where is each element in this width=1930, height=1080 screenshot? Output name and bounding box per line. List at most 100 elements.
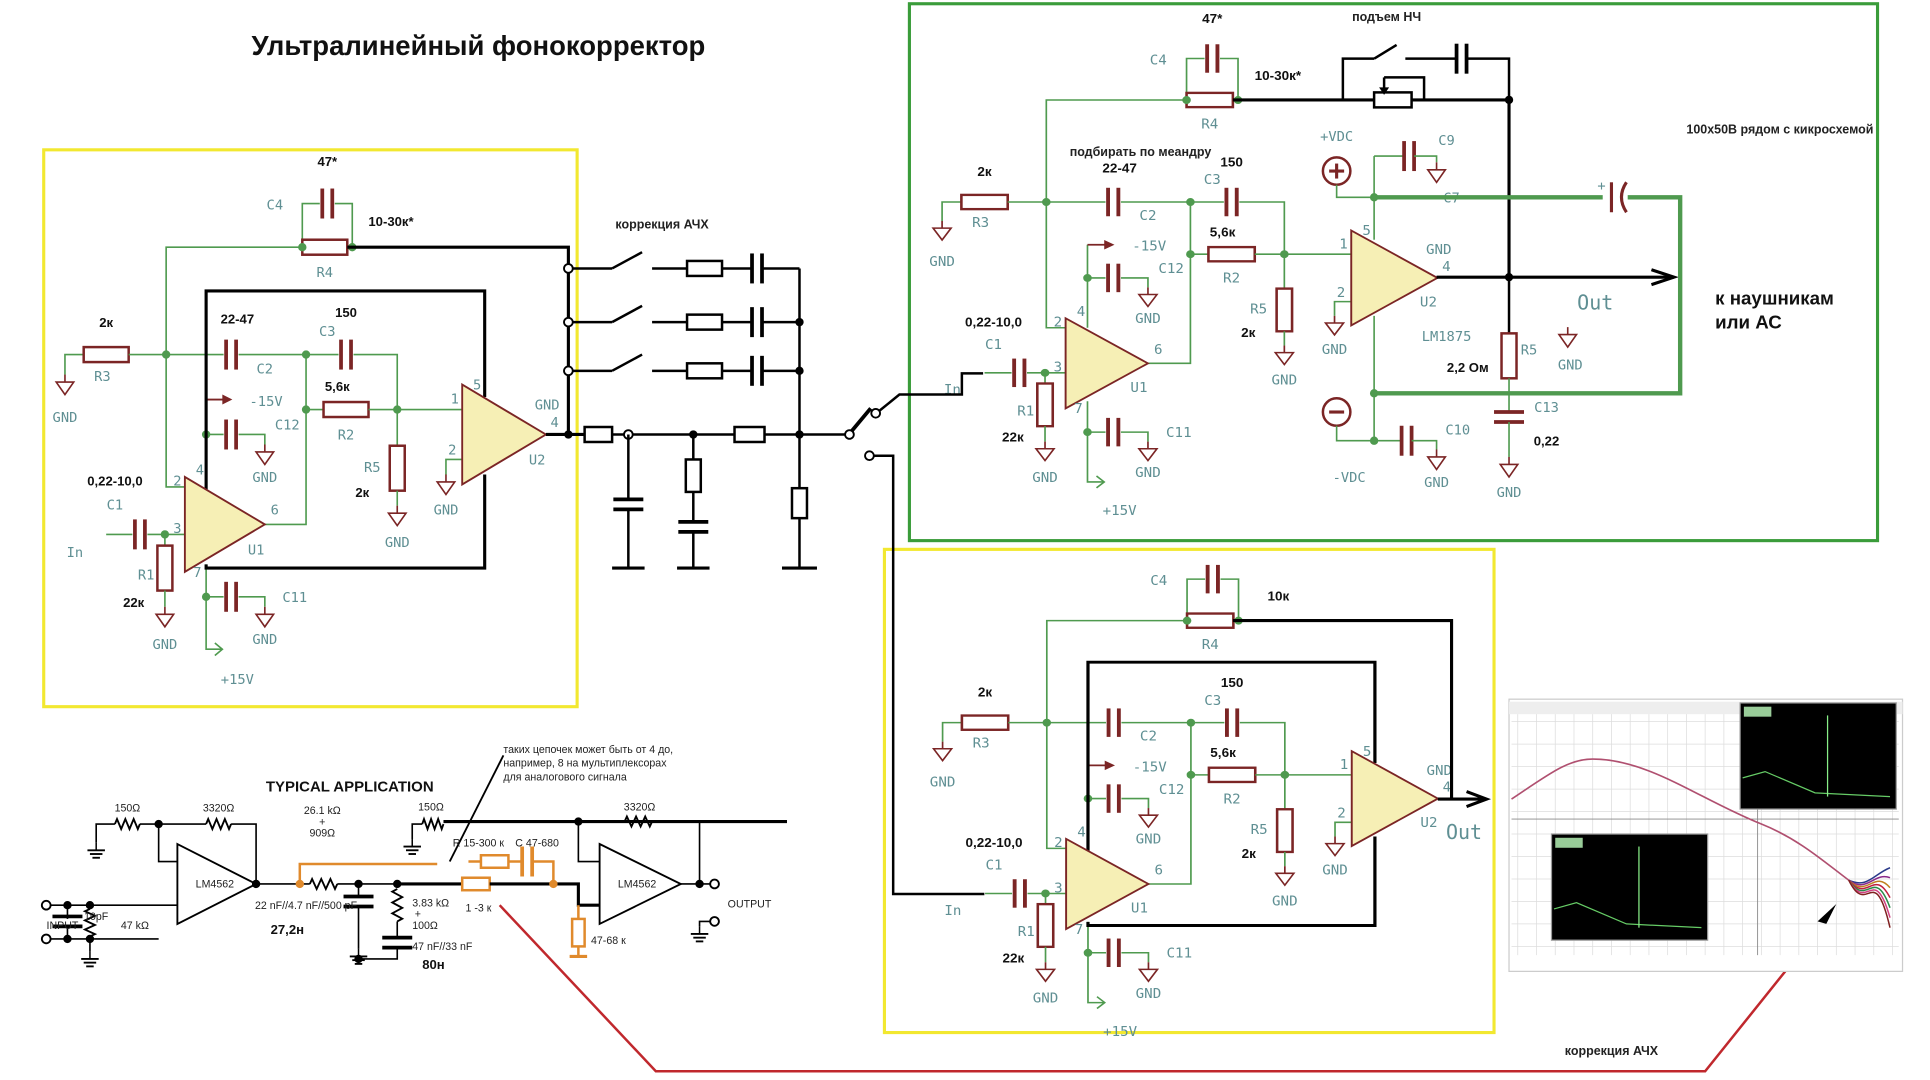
r2-resistor xyxy=(1207,245,1257,263)
pin-number: 6 xyxy=(1154,342,1163,357)
label-c2: C2 xyxy=(257,361,274,377)
wire xyxy=(238,595,266,607)
label-r1: R1 xyxy=(1017,404,1034,419)
wire xyxy=(1121,952,1150,963)
ground-triangle xyxy=(1426,168,1447,184)
label-neg15: -15V xyxy=(1133,760,1167,775)
wire xyxy=(1120,277,1149,288)
junction-node xyxy=(563,365,574,377)
pin-number: 2 xyxy=(448,442,456,458)
gnd-label: GND xyxy=(1497,485,1522,501)
pin-number: 1 xyxy=(1340,757,1349,772)
value-r5: 2к xyxy=(1242,846,1257,860)
label-gnd: GND xyxy=(1135,466,1161,481)
label-gnd: GND xyxy=(152,637,177,653)
frequency-response-screenshot xyxy=(1508,698,1904,972)
c10-label: C10 xyxy=(1445,423,1470,439)
label-gnd: GND xyxy=(53,410,78,426)
value-r2: 5,6к xyxy=(1210,746,1236,760)
label-c11: C11 xyxy=(1167,946,1193,961)
destination-label: к наушникам xyxy=(1715,288,1834,309)
c4-capacitor xyxy=(1205,564,1220,594)
c-shunt-label: 22 nF//4.7 nF//500 pF xyxy=(255,900,358,912)
out-label: Out xyxy=(1446,820,1482,844)
rc-chain-wire xyxy=(298,862,438,884)
label-r1: R1 xyxy=(1018,925,1035,940)
value-r4: 10-30к* xyxy=(1255,68,1303,82)
pin-number: 6 xyxy=(271,502,279,518)
filter-resistor xyxy=(733,425,766,444)
note-pointer xyxy=(448,754,505,862)
wire xyxy=(1335,425,1402,442)
pin-number: 4 xyxy=(1443,780,1452,795)
ground-triangle xyxy=(1034,968,1057,983)
label-r4: R4 xyxy=(1202,638,1219,653)
pin-number: 2 xyxy=(1054,315,1063,330)
pin-number: 7 xyxy=(1074,402,1083,417)
wire xyxy=(532,860,555,884)
r-fb-label: 3320Ω xyxy=(203,803,235,815)
zigzag-resistor xyxy=(114,816,141,832)
label-u1: U1 xyxy=(248,542,265,558)
ground-icon xyxy=(1498,456,1520,479)
pin-number: 2 xyxy=(1337,285,1346,300)
electrolytic-plate xyxy=(1619,181,1628,214)
label-c1: C1 xyxy=(986,858,1003,873)
wire xyxy=(1239,201,1286,255)
r4-resistor xyxy=(1185,612,1235,629)
opamp-label: LM4562 xyxy=(196,879,234,891)
label-c12: C12 xyxy=(275,418,300,434)
bass-boost-label: подъем НЧ xyxy=(1352,10,1421,24)
junction-node xyxy=(563,316,574,328)
ground-triangle xyxy=(1498,463,1520,479)
wire xyxy=(1414,155,1438,163)
label-gnd: GND xyxy=(1135,311,1161,326)
junction-node xyxy=(870,407,881,419)
c3-capacitor xyxy=(1224,187,1239,217)
frequency-curve xyxy=(1511,758,1850,881)
bottom-preamp-frame xyxy=(882,547,1496,1035)
value-r3: 2к xyxy=(977,164,992,178)
ground-triangle xyxy=(1137,293,1159,308)
label-gnd: GND xyxy=(1136,832,1162,847)
ground-icon xyxy=(1324,836,1346,857)
pin-number: 3 xyxy=(1054,881,1063,896)
r2-resistor xyxy=(1207,766,1257,784)
junction-node xyxy=(85,901,95,910)
wire xyxy=(334,202,354,248)
label-gnd: GND xyxy=(252,632,277,648)
wire xyxy=(1186,578,1206,621)
wire xyxy=(489,882,600,907)
wire xyxy=(231,823,257,884)
switch-lever xyxy=(611,304,643,324)
c13-label: C13 xyxy=(1534,400,1559,416)
junction-node xyxy=(1369,193,1379,202)
ground-icon xyxy=(254,444,276,466)
bass-pot xyxy=(1372,91,1413,109)
correction-arrow-label: коррекция АЧХ xyxy=(1565,1044,1659,1058)
ground-icon xyxy=(1426,162,1447,184)
c11-capacitor xyxy=(1106,417,1121,447)
wire xyxy=(301,202,320,248)
ground-triangle xyxy=(1323,322,1346,337)
label-pos15: +15V xyxy=(1103,504,1137,519)
frequency-curve-variant xyxy=(1848,875,1891,886)
series-resistor xyxy=(460,876,491,892)
feedback-wire xyxy=(1086,836,1377,927)
u1-opamp xyxy=(1064,316,1150,410)
ground-icon xyxy=(931,220,953,242)
destination-label: или АС xyxy=(1715,311,1782,332)
value-r3: 2к xyxy=(99,315,113,330)
label-c2: C2 xyxy=(1139,208,1156,223)
c1-capacitor xyxy=(1012,358,1027,388)
value-c1: 0,22-10,0 xyxy=(965,315,1022,329)
pin-number: 2 xyxy=(1337,806,1346,821)
label-c11: C11 xyxy=(282,590,307,606)
zigzag-resistor xyxy=(390,888,405,923)
ground-triangle xyxy=(254,613,276,629)
ground-icon xyxy=(386,505,408,528)
typical-application-title: TYPICAL APPLICATION xyxy=(266,779,434,796)
wire xyxy=(698,920,710,927)
c12-capacitor xyxy=(1106,263,1121,293)
wire xyxy=(1220,578,1240,621)
